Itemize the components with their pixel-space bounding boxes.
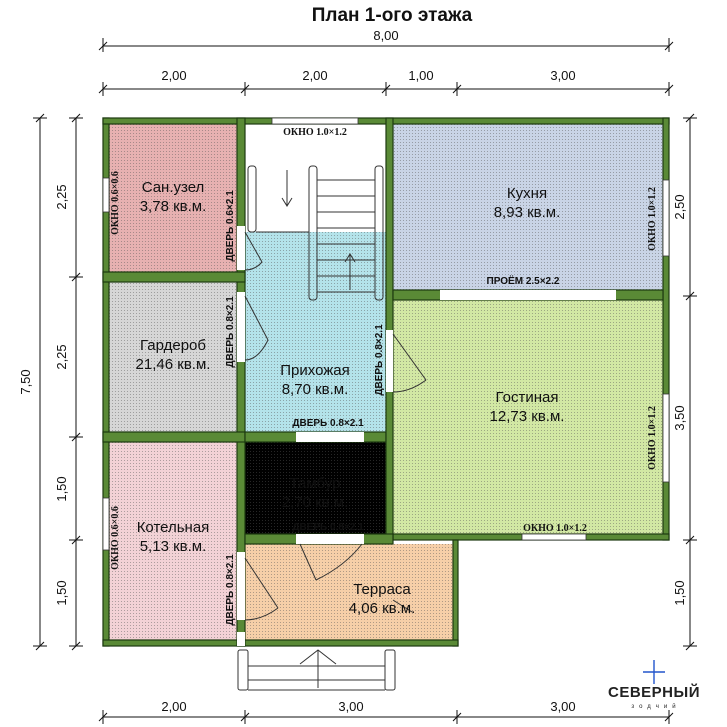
label-door-living: ДВЕРЬ 0.8×2.1 — [374, 324, 385, 396]
staircase — [247, 165, 384, 301]
bathroom-area: 3,78 кв.м. — [140, 198, 207, 215]
kitchen-area: 8,93 кв.м. — [494, 204, 561, 221]
bathroom-name: Сан.узел — [142, 179, 205, 196]
dim-left-4: 1,50 — [54, 580, 69, 605]
label-opening-kitchen: ПРОЁМ 2.5×2.2 — [487, 274, 560, 287]
dim-right-2: 3,50 — [672, 405, 687, 430]
dim-bottom-1: 2,00 — [161, 699, 186, 714]
kitchen-name: Кухня — [507, 185, 547, 202]
dim-top-3: 1,00 — [408, 68, 433, 83]
wardrobe-area: 21,46 кв.м. — [136, 356, 211, 373]
opening-labels: ОКНО 1.0×1.2 ОКНО 0.6×0.6 ОКНО 0.6×0.6 О… — [110, 127, 658, 626]
label-door-vestibule-bottom: ДВЕРЬ 0.8×2.1 — [292, 522, 364, 533]
dim-left-1: 2,25 — [54, 184, 69, 209]
dim-right-3: 1,50 — [672, 580, 687, 605]
vestibule-name: Тамбур — [290, 475, 341, 492]
top-dimensions: 8,00 2,00 2,00 1,00 3,00 — [98, 28, 674, 96]
vestibule-area: 2,70 кв.м. — [282, 494, 349, 511]
wardrobe-name: Гардероб — [140, 337, 206, 354]
label-door-hall-bottom: ДВЕРЬ 0.8×2.1 — [292, 418, 364, 429]
dim-left-2: 2,25 — [54, 344, 69, 369]
dim-total-height: 7,50 — [18, 369, 33, 394]
label-window-bath: ОКНО 0.6×0.6 — [110, 171, 121, 235]
label-window-boiler: ОКНО 0.6×0.6 — [110, 506, 121, 570]
label-window-top: ОКНО 1.0×1.2 — [283, 127, 347, 138]
dim-bottom-3: 3,00 — [550, 699, 575, 714]
openings — [102, 117, 670, 646]
left-dimensions: 7,50 2,25 2,25 1,50 1,50 — [18, 113, 83, 651]
terrace-name: Терраса — [353, 581, 411, 598]
room-fills — [109, 124, 663, 642]
right-dimensions: 2,50 3,50 1,50 — [672, 113, 697, 651]
dim-top-1: 2,00 — [161, 68, 186, 83]
label-window-living-bottom: ОКНО 1.0×1.2 — [523, 523, 587, 534]
terrace-area: 4,06 кв.м. — [349, 600, 416, 617]
dim-top-4: 3,00 — [550, 68, 575, 83]
brand-sub: зодчий — [631, 703, 680, 710]
dim-total-width: 8,00 — [373, 28, 398, 43]
porch-steps — [237, 649, 396, 691]
hall-area: 8,70 кв.м. — [282, 381, 349, 398]
living-name: Гостиная — [496, 389, 559, 406]
bottom-dimensions: 2,00 3,00 3,00 — [98, 699, 674, 724]
dim-right-1: 2,50 — [672, 194, 687, 219]
room-labels: Сан.узел 3,78 кв.м. Гардероб 21,46 кв.м.… — [136, 179, 565, 617]
label-door-bath: ДВЕРЬ 0.6×2.1 — [225, 190, 236, 262]
boiler-area: 5,13 кв.м. — [140, 538, 207, 555]
brand-name: СЕВЕРНЫЙ — [608, 683, 700, 701]
label-door-boiler: ДВЕРЬ 0.8×2.1 — [225, 554, 236, 626]
dim-left-3: 1,50 — [54, 476, 69, 501]
hall-name: Прихожая — [280, 362, 350, 379]
star-icon — [643, 660, 665, 684]
label-window-living-right: ОКНО 1.0×1.2 — [647, 406, 658, 470]
boiler-name: Котельная — [137, 519, 210, 536]
label-door-wardrobe: ДВЕРЬ 0.8×2.1 — [225, 296, 236, 368]
dim-bottom-2: 3,00 — [338, 699, 363, 714]
doors — [244, 231, 427, 621]
brand-logo: СЕВЕРНЫЙ зодчий — [608, 660, 700, 710]
label-window-kitchen: ОКНО 1.0×1.2 — [647, 187, 658, 251]
living-area: 12,73 кв.м. — [490, 408, 565, 425]
dim-top-2: 2,00 — [302, 68, 327, 83]
plan-title: План 1-ого этажа — [312, 5, 473, 26]
